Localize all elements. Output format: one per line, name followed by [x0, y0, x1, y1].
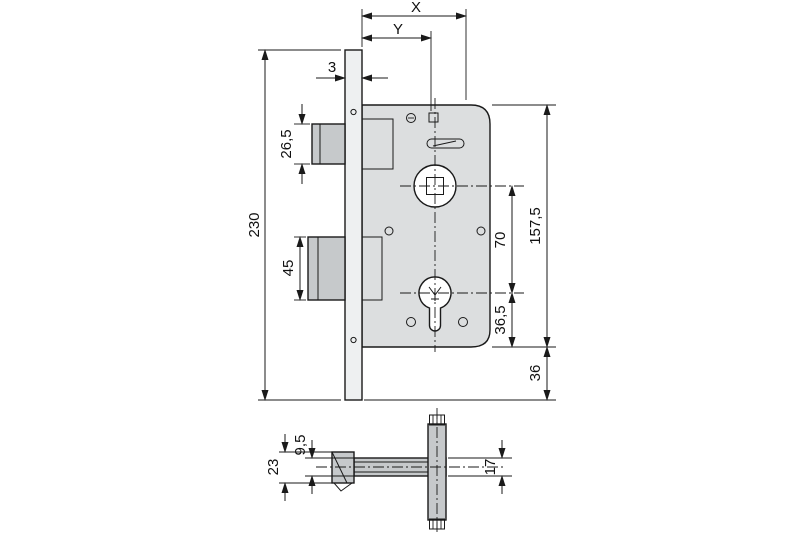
- dim-label-36: 36: [527, 365, 544, 382]
- dim-label-95: 9,5: [292, 435, 309, 456]
- dim-label-265: 26,5: [278, 129, 295, 158]
- section-view: 9,5 23 17: [265, 408, 512, 532]
- deadbolt-inner: [361, 236, 383, 301]
- dim-label-17: 17: [482, 459, 499, 476]
- latch-bolt: [311, 123, 346, 165]
- case-hole: [476, 226, 486, 236]
- case-slot-lever: [432, 140, 457, 147]
- dim-label-70: 70: [492, 232, 509, 249]
- front-view: [307, 49, 524, 401]
- case-hole: [406, 113, 416, 123]
- case-hole: [384, 226, 394, 236]
- case-slot: [426, 138, 465, 149]
- dim-label-1575: 157,5: [527, 207, 544, 245]
- lock-case: [361, 104, 491, 348]
- dim-label-23: 23: [265, 459, 282, 476]
- dim-label-y: Y: [393, 21, 403, 38]
- dim-label-3: 3: [328, 59, 336, 76]
- faceplate: [344, 49, 363, 401]
- case-hole: [458, 317, 468, 327]
- dim-label-230: 230: [246, 212, 263, 237]
- latch-bevel-tip: [332, 482, 354, 492]
- dim-label-x: X: [411, 0, 421, 16]
- latch-bevel-line: [331, 451, 348, 484]
- case-square-hole: [428, 112, 439, 123]
- dim-label-365: 36,5: [492, 305, 509, 334]
- section-latch-head: [331, 451, 355, 484]
- case-hole: [406, 317, 416, 327]
- dimensions-front: X Y 3 230 26,5 45 70 36,5: [246, 0, 556, 401]
- faceplate-screw-hole: [350, 336, 357, 344]
- deadbolt: [307, 236, 346, 301]
- latch-body-inner: [361, 118, 394, 170]
- dim-label-45: 45: [280, 260, 297, 277]
- faceplate-screw-hole: [350, 108, 357, 116]
